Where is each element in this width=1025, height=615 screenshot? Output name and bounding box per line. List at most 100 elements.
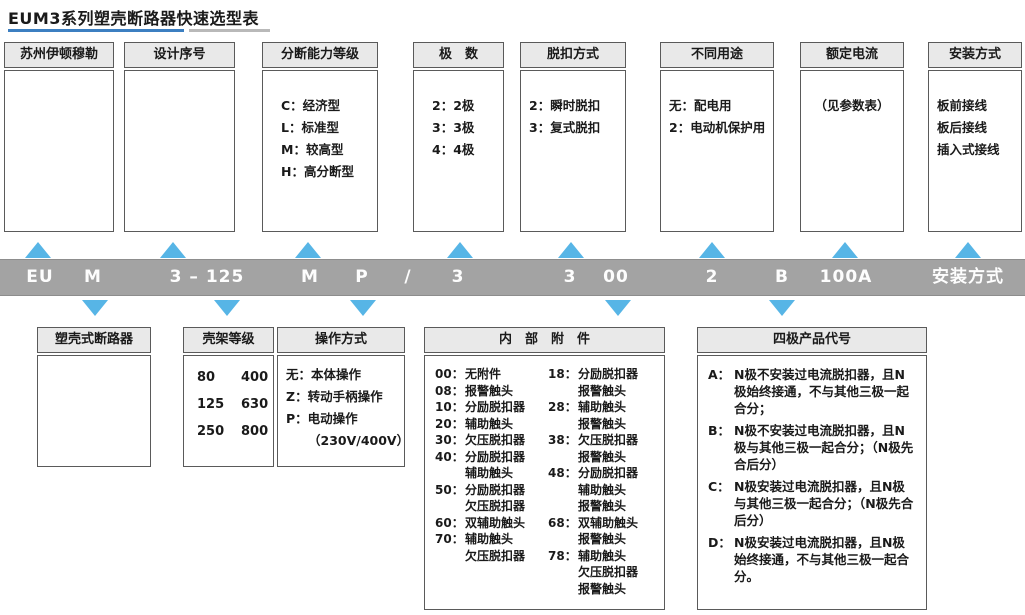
accessory-label: 报警触头: [578, 449, 627, 464]
accessory-label: 无附件: [465, 367, 502, 381]
accessory-code: [548, 581, 578, 598]
page-title: EUM3系列塑壳断路器快速选型表: [8, 9, 259, 28]
bottom-box-four-pole-body: A： N极不安装过电流脱扣器，且N极始终接通，不与其他三极一起合分； B： N极…: [697, 355, 927, 610]
four-pole-code: A：: [708, 367, 731, 382]
accessory-code: [548, 531, 578, 548]
code-segment-usage: 2: [705, 267, 719, 287]
frame-value: 400: [241, 370, 269, 385]
model-code-bar: EU M 3 – 125 M P / 3 3 00 2 B 100A 安装方式: [0, 259, 1025, 296]
accessory-row: 18：分励脱扣器: [548, 366, 638, 383]
option-line: 板前接线: [937, 98, 988, 113]
accessory-row: 38：欠压脱扣器: [548, 432, 638, 449]
accessory-code: 28：: [548, 400, 577, 414]
bottom-box-four-pole-header: 四极产品代号: [697, 327, 927, 353]
accessory-code: 60：: [435, 515, 464, 530]
code-segment-p: P: [355, 267, 369, 287]
code-segment-m2: M: [301, 267, 319, 287]
four-pole-item: B： N极不安装过电流脱扣器，且N极与其他三极一起合分；（N极先合后分）: [708, 422, 916, 473]
frame-row: 80 400: [184, 364, 273, 391]
accessory-label: 分励脱扣器: [465, 482, 526, 497]
arrow-up-icon: [558, 242, 584, 258]
arrow-up-icon: [447, 242, 473, 258]
bottom-box-operation: 操作方式 无：本体操作 Z：转动手柄操作 P：电动操作 （230V/400V）: [277, 327, 409, 467]
top-box-rated-current: 额定电流 （见参数表）: [800, 42, 904, 232]
option-line: H：高分断型: [281, 164, 354, 179]
accessory-row: 欠压脱扣器: [435, 498, 525, 515]
accessory-row: 78：辅助触头: [548, 548, 638, 565]
accessory-code: [548, 416, 578, 433]
accessory-label: 辅助触头: [465, 532, 514, 546]
top-box-poles-body: 2：2极 3：3极 4：4极: [413, 70, 504, 232]
top-box-rated-current-body: （见参数表）: [800, 70, 904, 232]
code-segment-poles: 3: [451, 267, 465, 287]
option-line: 2：电动机保护用: [669, 120, 766, 135]
accessory-code: 30：: [435, 433, 464, 447]
arrow-up-icon: [25, 242, 51, 258]
accessory-row: 欠压脱扣器: [548, 564, 638, 581]
accessory-label: 双辅助触头: [578, 515, 639, 530]
option-line: 2：2极: [432, 98, 475, 113]
top-box-design-series: 设计序号: [124, 42, 235, 232]
code-segment-m1: M: [84, 267, 102, 287]
top-box-trip-type-header: 脱扣方式: [520, 42, 626, 68]
bottom-box-frame-rating-header: 壳架等级: [183, 327, 274, 353]
arrow-down-icon: [350, 300, 376, 316]
option-line: 板后接线: [937, 120, 988, 135]
accessory-label: 分励脱扣器: [578, 466, 639, 480]
accessory-label: 报警触头: [578, 499, 627, 513]
frame-value: 125: [197, 397, 225, 412]
four-pole-code: B：: [708, 423, 731, 438]
accessory-row: 报警触头: [548, 531, 638, 548]
code-segment-fourpole: B: [775, 267, 789, 287]
accessory-code: 78：: [548, 548, 577, 563]
accessory-label: 分励脱扣器: [578, 367, 639, 381]
bottom-box-mccb: 塑壳式断路器: [37, 327, 151, 467]
option-line: P：电动操作: [286, 411, 358, 426]
code-segment-current: 100A: [819, 267, 873, 287]
four-pole-code: C：: [708, 479, 730, 494]
title-underline-gray: [189, 29, 270, 32]
title-underline: [8, 29, 270, 32]
four-pole-list: A： N极不安装过电流脱扣器，且N极始终接通，不与其他三极一起合分； B： N极…: [708, 366, 916, 590]
top-box-usage-header: 不同用途: [660, 42, 774, 68]
top-box-mounting: 安装方式 板前接线 板后接线 插入式接线: [928, 42, 1022, 232]
accessory-label: 报警触头: [578, 416, 627, 431]
bottom-box-operation-body: 无：本体操作 Z：转动手柄操作 P：电动操作 （230V/400V）: [277, 355, 409, 467]
accessory-row: 报警触头: [548, 498, 638, 515]
four-pole-item: C： N极安装过电流脱扣器，且N极与其他三极一起合分；（N极先合后分）: [708, 478, 916, 529]
accessory-row: 报警触头: [548, 416, 638, 433]
frame-value: 800: [241, 424, 269, 439]
accessory-label: 双辅助触头: [465, 515, 526, 530]
accessory-label: 欠压脱扣器: [578, 433, 639, 447]
top-box-breaking-capacity-body: C：经济型 L：标准型 M：较高型 H：高分断型: [262, 70, 378, 232]
top-box-design-series-body: [124, 70, 235, 232]
accessory-row: 辅助触头: [548, 482, 638, 499]
accessory-label: 欠压脱扣器: [578, 565, 639, 579]
four-pole-item: A： N极不安装过电流脱扣器，且N极始终接通，不与其他三极一起合分；: [708, 366, 916, 417]
accessory-label: 分励脱扣器: [465, 449, 526, 464]
arrow-up-icon: [832, 242, 858, 258]
frame-value: 250: [197, 424, 225, 439]
accessory-code: 08：: [435, 383, 464, 398]
top-box-breaking-capacity: 分断能力等级 C：经济型 L：标准型 M：较高型 H：高分断型: [262, 42, 378, 232]
accessory-code: 20：: [435, 416, 464, 431]
four-pole-description: N极不安装过电流脱扣器，且N极始终接通，不与其他三极一起合分；: [734, 367, 910, 416]
arrow-up-icon: [295, 242, 321, 258]
accessory-code: 40：: [435, 449, 464, 464]
accessory-code: [435, 498, 465, 515]
code-segment-slash: /: [404, 267, 412, 287]
accessory-code: 00：: [435, 367, 464, 381]
bottom-box-accessories-body: 00：无附件 08：报警触头 10：分励脱扣器 20：辅助触头 30：欠压脱扣器…: [424, 355, 665, 610]
accessory-code: 38：: [548, 433, 577, 447]
accessory-code: [548, 498, 578, 515]
title-underline-blue: [8, 29, 184, 32]
four-pole-description: N极不安装过电流脱扣器，且N极与其他三极一起合分；（N极先合后分）: [734, 423, 914, 472]
bottom-box-mccb-header: 塑壳式断路器: [37, 327, 151, 353]
accessory-code: 70：: [435, 532, 464, 546]
code-segment-trip: 3: [563, 267, 577, 287]
accessory-row: 辅助触头: [435, 465, 525, 482]
option-line: Z：转动手柄操作: [286, 389, 383, 404]
four-pole-item: D： N极安装过电流脱扣器，且N极始终接通，不与其他三极一起合分。: [708, 534, 916, 585]
accessory-label: 辅助触头: [465, 466, 514, 480]
